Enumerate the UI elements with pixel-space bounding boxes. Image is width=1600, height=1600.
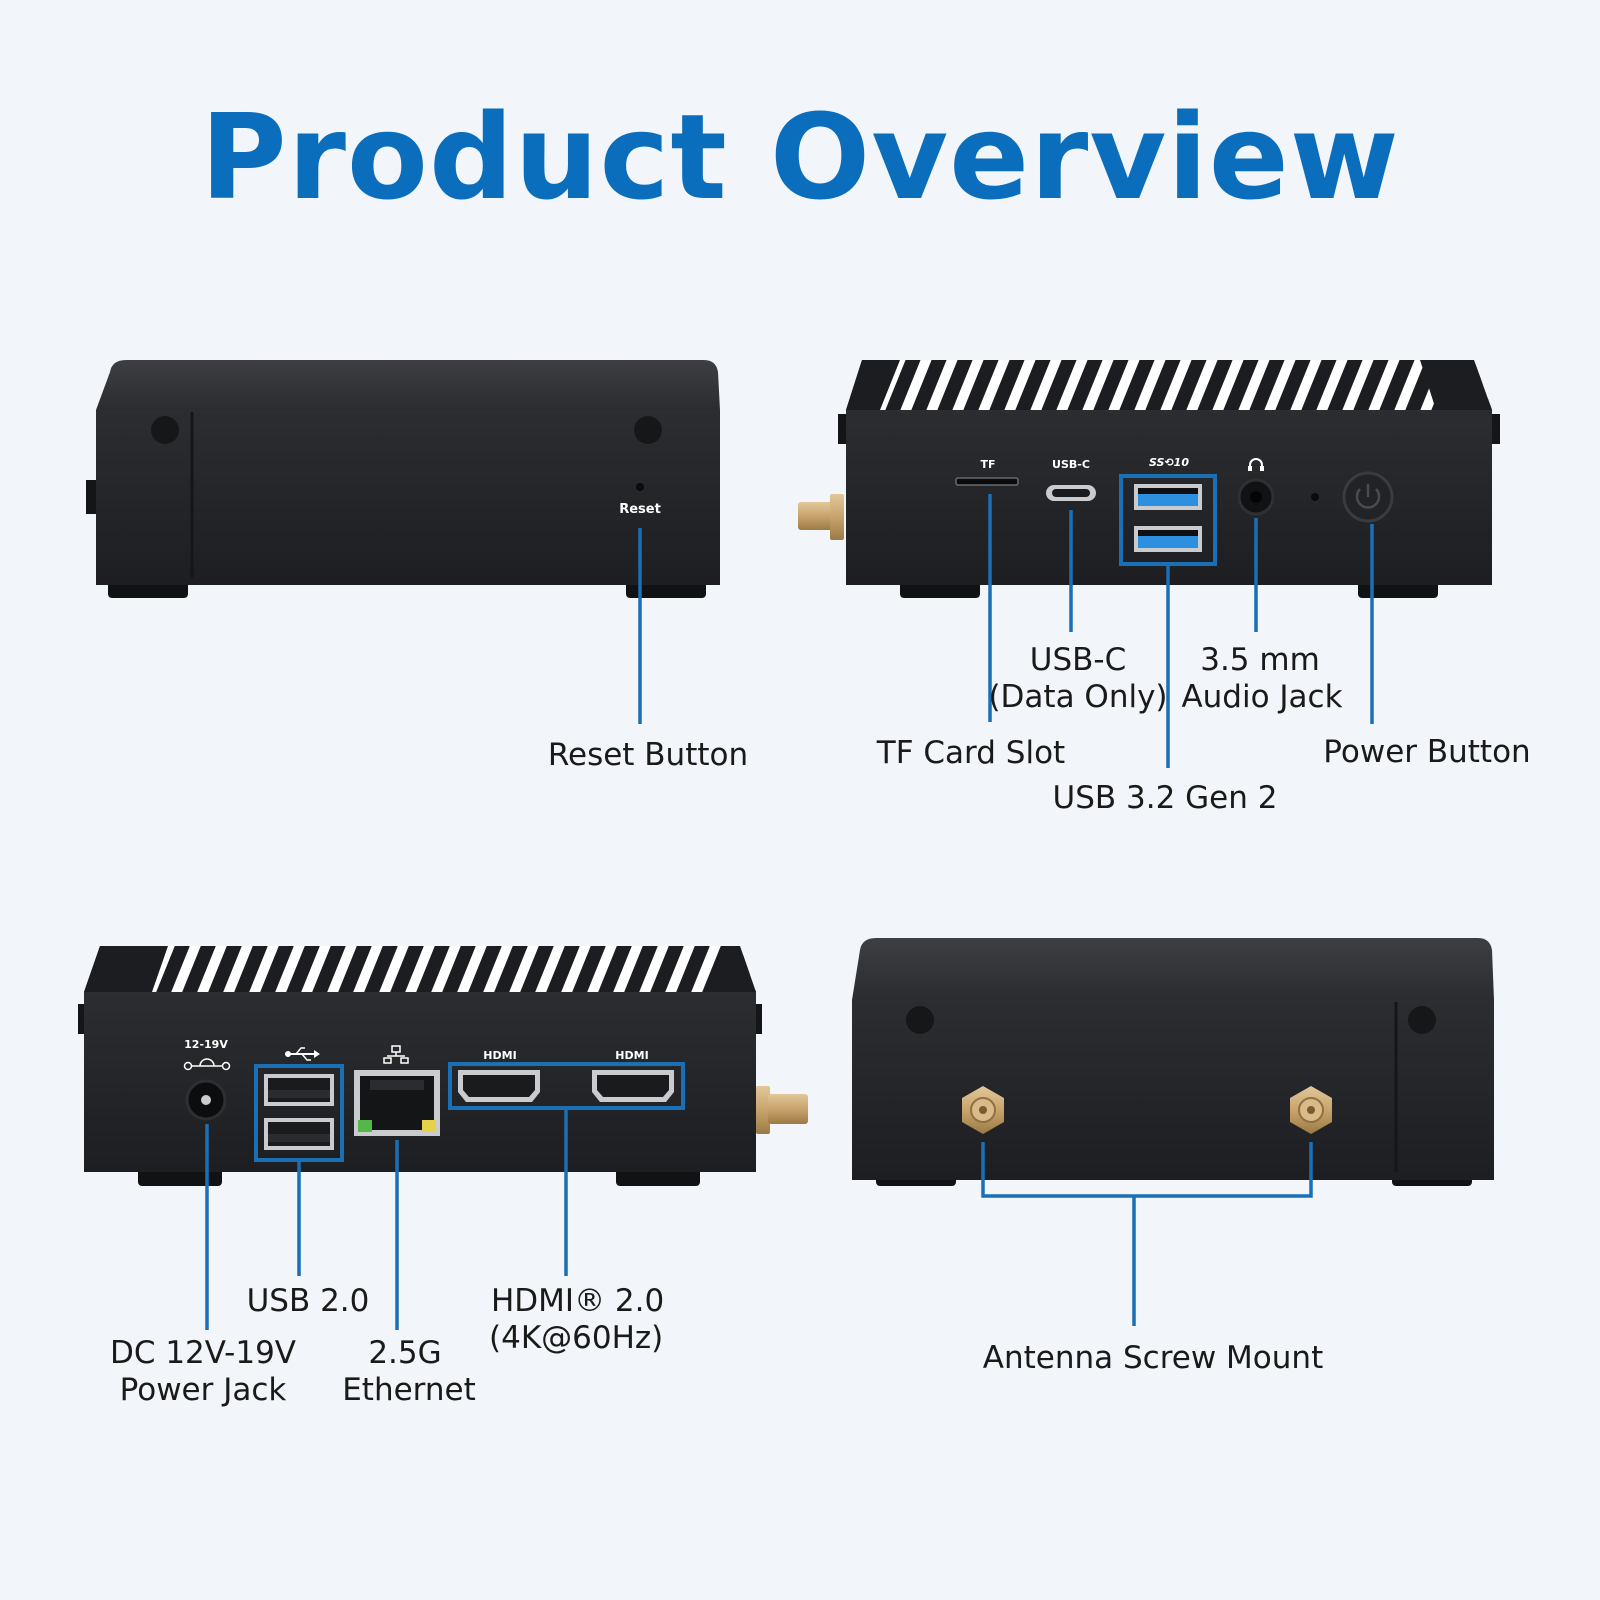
ethernet-callout-line2: Ethernet [342,1372,476,1408]
usbc-callout-line1: USB-C [1030,642,1126,678]
usb32-callout: USB 3.2 Gen 2 [1053,780,1278,816]
antenna-connector-rear [756,1086,808,1134]
dc-callout-line2: Power Jack [120,1372,287,1408]
tf-port-label: TF [980,458,995,471]
power-callout: Power Button [1323,734,1530,770]
device-front-view: TF USB-C SS⟲10 [798,360,1531,816]
reset-port-label: Reset [619,502,661,517]
hdmi-callout-line1: HDMI® 2.0 [491,1283,664,1319]
reset-button-callout: Reset Button [548,737,748,773]
audio-callout-line1: 3.5 mm [1200,642,1320,678]
network-icon [383,1045,409,1064]
usb3-port-top[interactable] [1134,484,1202,510]
usb3-port-bottom[interactable] [1134,526,1202,552]
audio-callout-line2: Audio Jack [1181,679,1342,715]
headphone-icon [1248,458,1264,471]
dc-callout-line1: DC 12V-19V [110,1335,296,1371]
device-side-view-antenna: Antenna Screw Mount [852,938,1494,1376]
hdmi1-port-label: HDMI [483,1049,516,1062]
ethernet-port[interactable] [354,1070,440,1136]
antenna-connector-front [798,494,844,540]
dc-port-label: 12-19V [184,1038,228,1051]
antenna-mount-right [1290,1086,1332,1134]
usb2-callout: USB 2.0 [247,1283,370,1319]
device-rear-view: 12-19V [78,946,808,1408]
hdmi-port-2[interactable] [592,1070,674,1102]
antenna-mount-left [962,1086,1004,1134]
power-button[interactable] [1342,471,1394,523]
hdmi2-port-label: HDMI [615,1049,648,1062]
page-title: Product Overview [200,88,1400,226]
dc-polarity-icon [183,1058,231,1071]
usbc-port-label: USB-C [1052,458,1090,471]
hdmi-callout-line2: (4K@60Hz) [489,1320,663,1356]
reset-button[interactable] [636,483,644,491]
antenna-callout: Antenna Screw Mount [983,1340,1323,1376]
usbc-callout-line2: (Data Only) [988,679,1167,715]
ethernet-callout-line1: 2.5G [368,1335,441,1371]
usb2-port-top[interactable] [264,1074,334,1106]
usb3-port-label: SS⟲10 [1149,456,1189,469]
usb2-port-bottom[interactable] [264,1118,334,1150]
usb-icon [285,1047,320,1061]
device-side-view-reset: Reset Reset Button [86,360,748,773]
hdmi-port-1[interactable] [458,1070,540,1102]
tf-card-slot[interactable] [955,477,1019,486]
tf-callout: TF Card Slot [876,735,1065,771]
